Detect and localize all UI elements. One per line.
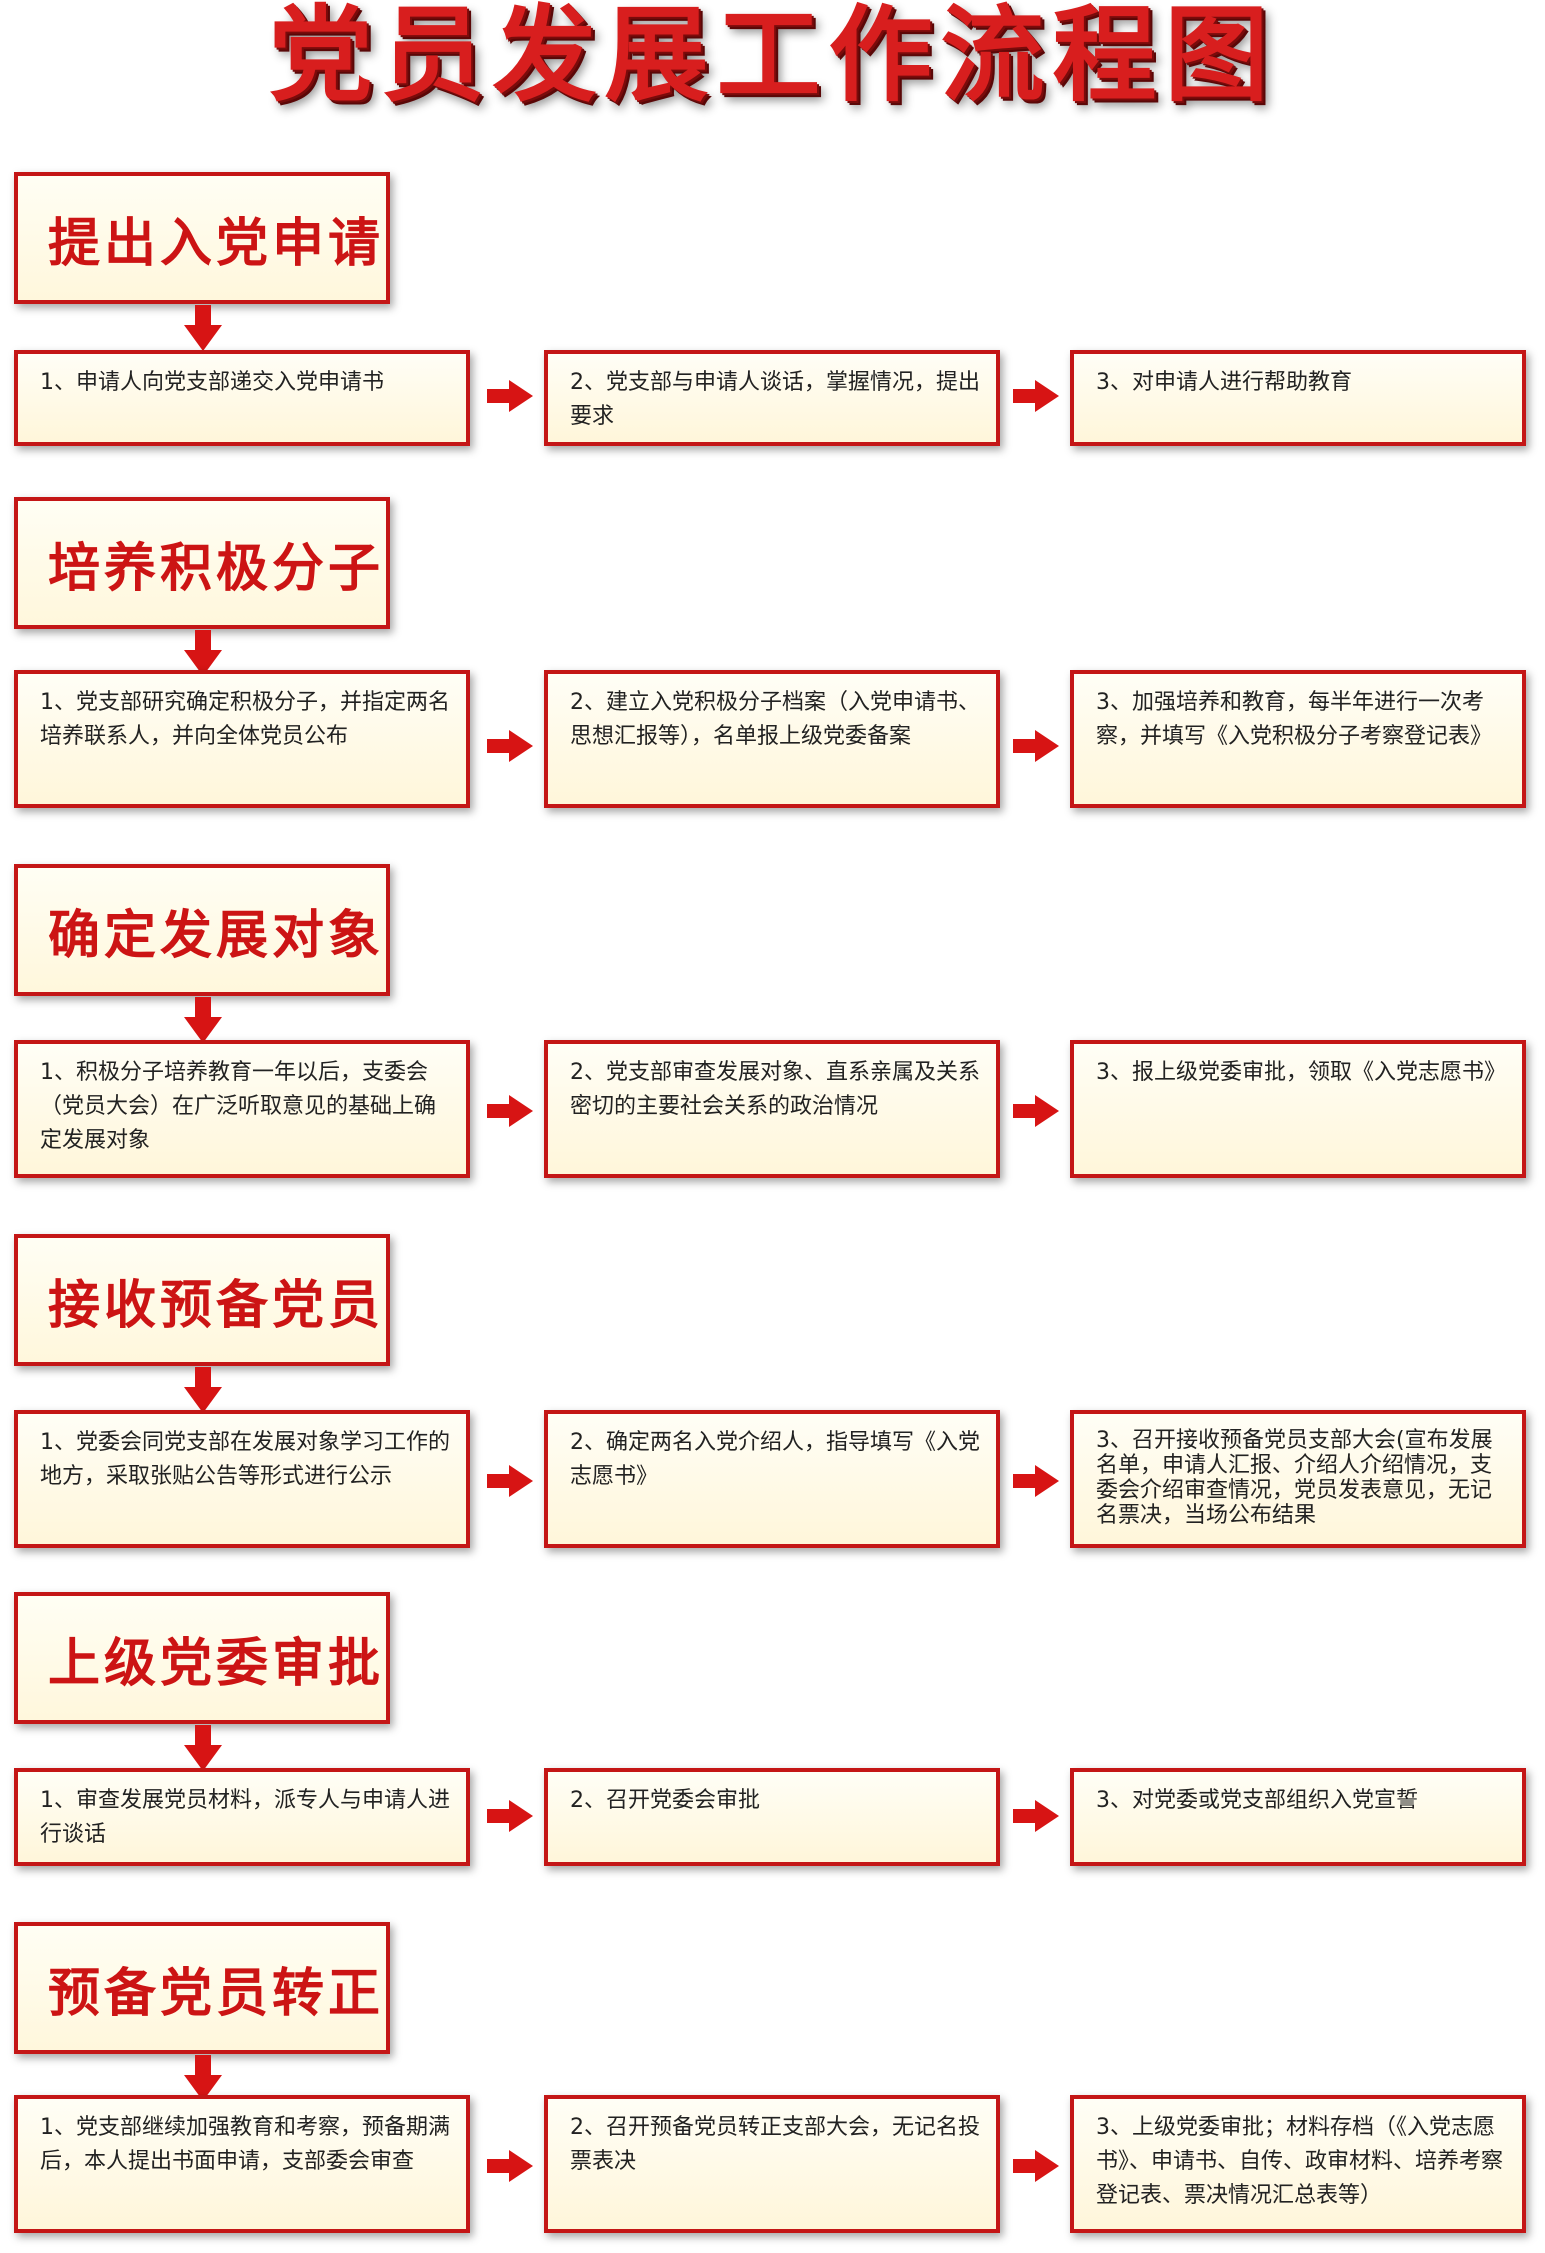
stage-5-step-1: 1、审查发展党员材料，派专人与申请人进行谈话: [14, 1768, 470, 1866]
down-arrow-icon: [184, 1725, 222, 1775]
right-arrow-icon: [1013, 380, 1059, 412]
stage-4-step-3: 3、召开接收预备党员支部大会(宣布发展名单，申请人汇报、介绍人介绍情况，支委会介…: [1070, 1410, 1526, 1548]
stage-5-step-2: 2、召开党委会审批: [544, 1768, 1000, 1866]
stage-1-step-2: 2、党支部与申请人谈话，掌握情况，提出要求: [544, 350, 1000, 446]
right-arrow-icon: [487, 380, 533, 412]
right-arrow-icon: [1013, 1465, 1059, 1497]
stage-label-cultivate: 培养积极分子: [14, 497, 390, 629]
down-arrow-icon: [184, 305, 222, 355]
stage-6-step-1: 1、党支部继续加强教育和考察，预备期满后，本人提出书面申请，支部委会审查: [14, 2095, 470, 2233]
stage-6-step-3: 3、上级党委审批；材料存档（《入党志愿书》、申请书、自传、政审材料、培养考察登记…: [1070, 2095, 1526, 2233]
stage-2-step-3: 3、加强培养和教育，每半年进行一次考察，并填写《入党积极分子考察登记表》: [1070, 670, 1526, 808]
right-arrow-icon: [1013, 2150, 1059, 2182]
stage-3-step-3: 3、报上级党委审批，领取《入党志愿书》: [1070, 1040, 1526, 1178]
stage-6-step-2: 2、召开预备党员转正支部大会，无记名投票表决: [544, 2095, 1000, 2233]
stage-3-step-1: 1、积极分子培养教育一年以后，支委会（党员大会）在广泛听取意见的基础上确定发展对…: [14, 1040, 470, 1178]
down-arrow-icon: [184, 997, 222, 1047]
right-arrow-icon: [487, 1465, 533, 1497]
stage-4-step-1: 1、党委会同党支部在发展对象学习工作的地方，采取张贴公告等形式进行公示: [14, 1410, 470, 1548]
stage-label-receive: 接收预备党员: [14, 1234, 390, 1366]
right-arrow-icon: [1013, 1095, 1059, 1127]
stage-4-step-2: 2、确定两名入党介绍人，指导填写《入党志愿书》: [544, 1410, 1000, 1548]
stage-2-step-1: 1、党支部研究确定积极分子，并指定两名培养联系人，并向全体党员公布: [14, 670, 470, 808]
stage-label-apply: 提出入党申请: [14, 172, 390, 304]
page-title: 党员发展工作流程图: [268, 0, 1277, 116]
stage-5-step-3: 3、对党委或党支部组织入党宣誓: [1070, 1768, 1526, 1866]
stage-label-determine: 确定发展对象: [14, 864, 390, 996]
right-arrow-icon: [1013, 730, 1059, 762]
stage-3-step-2: 2、党支部审查发展对象、直系亲属及关系密切的主要社会关系的政治情况: [544, 1040, 1000, 1178]
right-arrow-icon: [487, 1095, 533, 1127]
stage-1-step-1: 1、申请人向党支部递交入党申请书: [14, 350, 470, 446]
right-arrow-icon: [1013, 1800, 1059, 1832]
right-arrow-icon: [487, 1800, 533, 1832]
stage-1-step-3: 3、对申请人进行帮助教育: [1070, 350, 1526, 446]
down-arrow-icon: [184, 1367, 222, 1417]
right-arrow-icon: [487, 730, 533, 762]
right-arrow-icon: [487, 2150, 533, 2182]
stage-label-formalize: 预备党员转正: [14, 1922, 390, 2054]
stage-label-approve: 上级党委审批: [14, 1592, 390, 1724]
stage-2-step-2: 2、建立入党积极分子档案（入党申请书、思想汇报等），名单报上级党委备案: [544, 670, 1000, 808]
